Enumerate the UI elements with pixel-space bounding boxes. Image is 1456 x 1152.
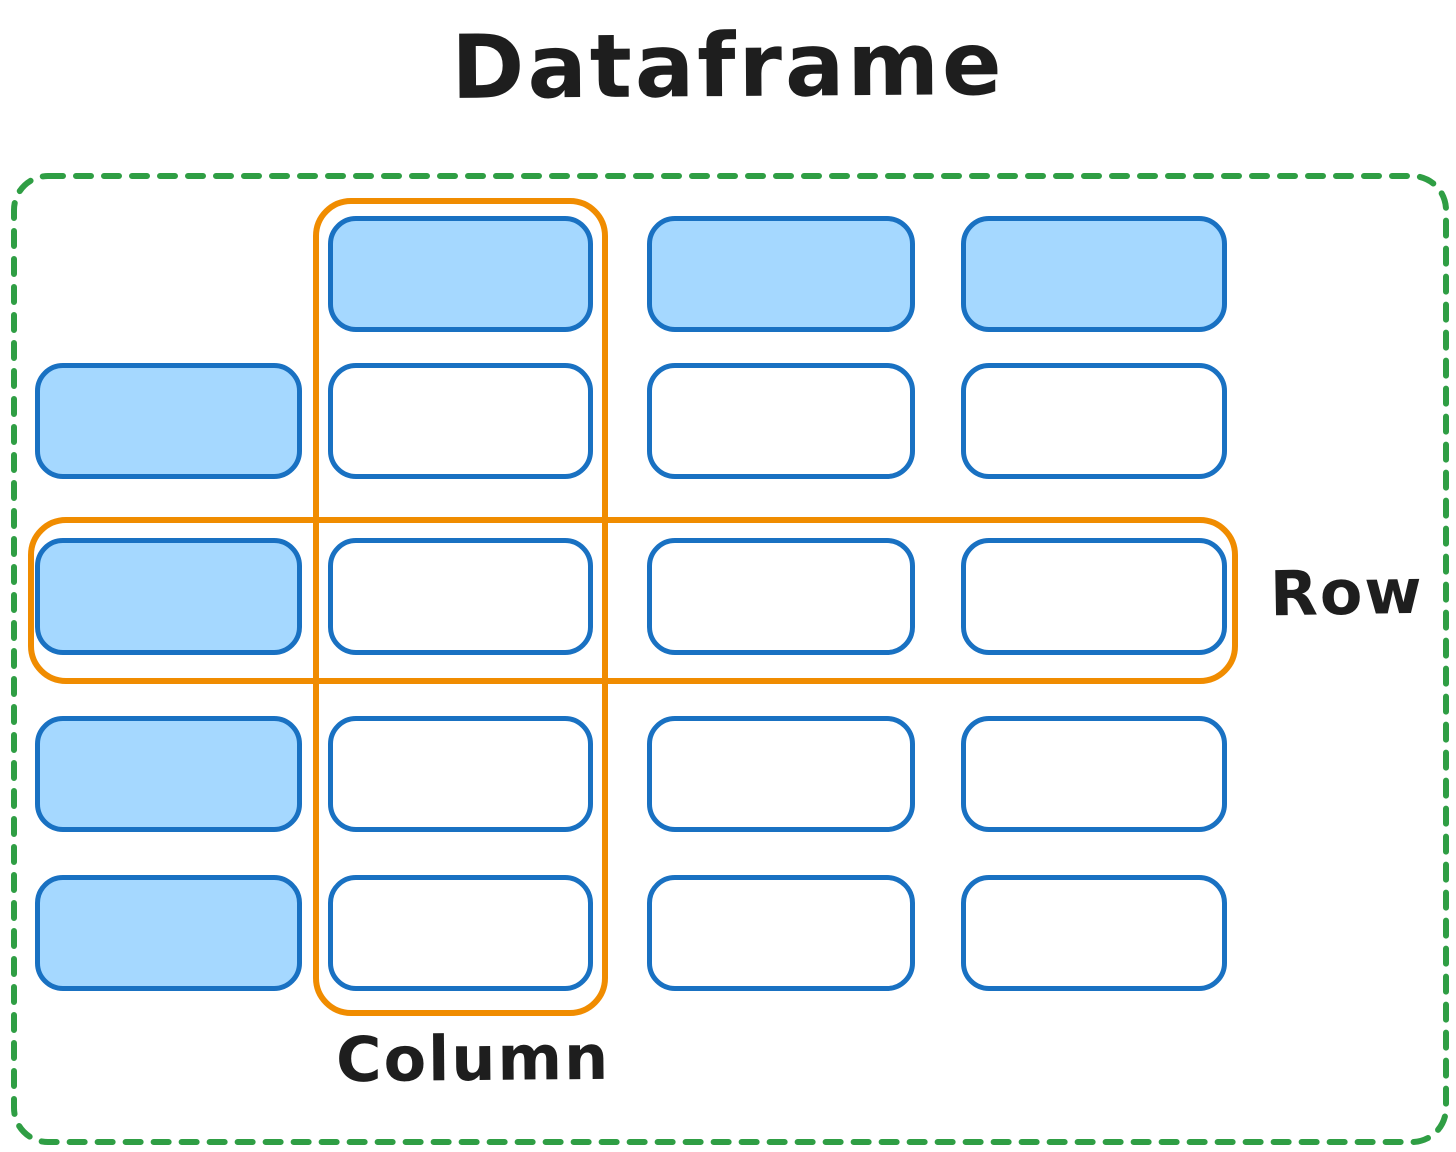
cell-r2-c0: [35, 538, 302, 655]
cell-r3-c1: [328, 716, 593, 832]
cell-r4-c3: [961, 875, 1227, 991]
cell-r4-c2: [647, 875, 915, 991]
cell-r0-c2: [647, 216, 915, 332]
cell-r4-c1: [328, 875, 593, 991]
column-label: Column: [335, 1020, 611, 1097]
column-highlight-outline: [313, 198, 608, 1016]
cell-r1-c3: [961, 363, 1227, 479]
cell-r2-c3: [961, 538, 1227, 655]
cell-r1-c1: [328, 363, 593, 479]
cell-r2-c1: [328, 538, 593, 655]
row-highlight-outline: [28, 517, 1238, 684]
cell-r2-c2: [647, 538, 915, 655]
cell-r0-c1: [328, 216, 593, 332]
cell-r4-c0: [35, 875, 302, 991]
cell-r3-c3: [961, 716, 1227, 832]
cell-r3-c0: [35, 716, 302, 832]
cell-r3-c2: [647, 716, 915, 832]
cell-r0-c3: [961, 216, 1227, 332]
cell-r1-c2: [647, 363, 915, 479]
cell-r1-c0: [35, 363, 302, 479]
row-label: Row: [1269, 554, 1425, 631]
